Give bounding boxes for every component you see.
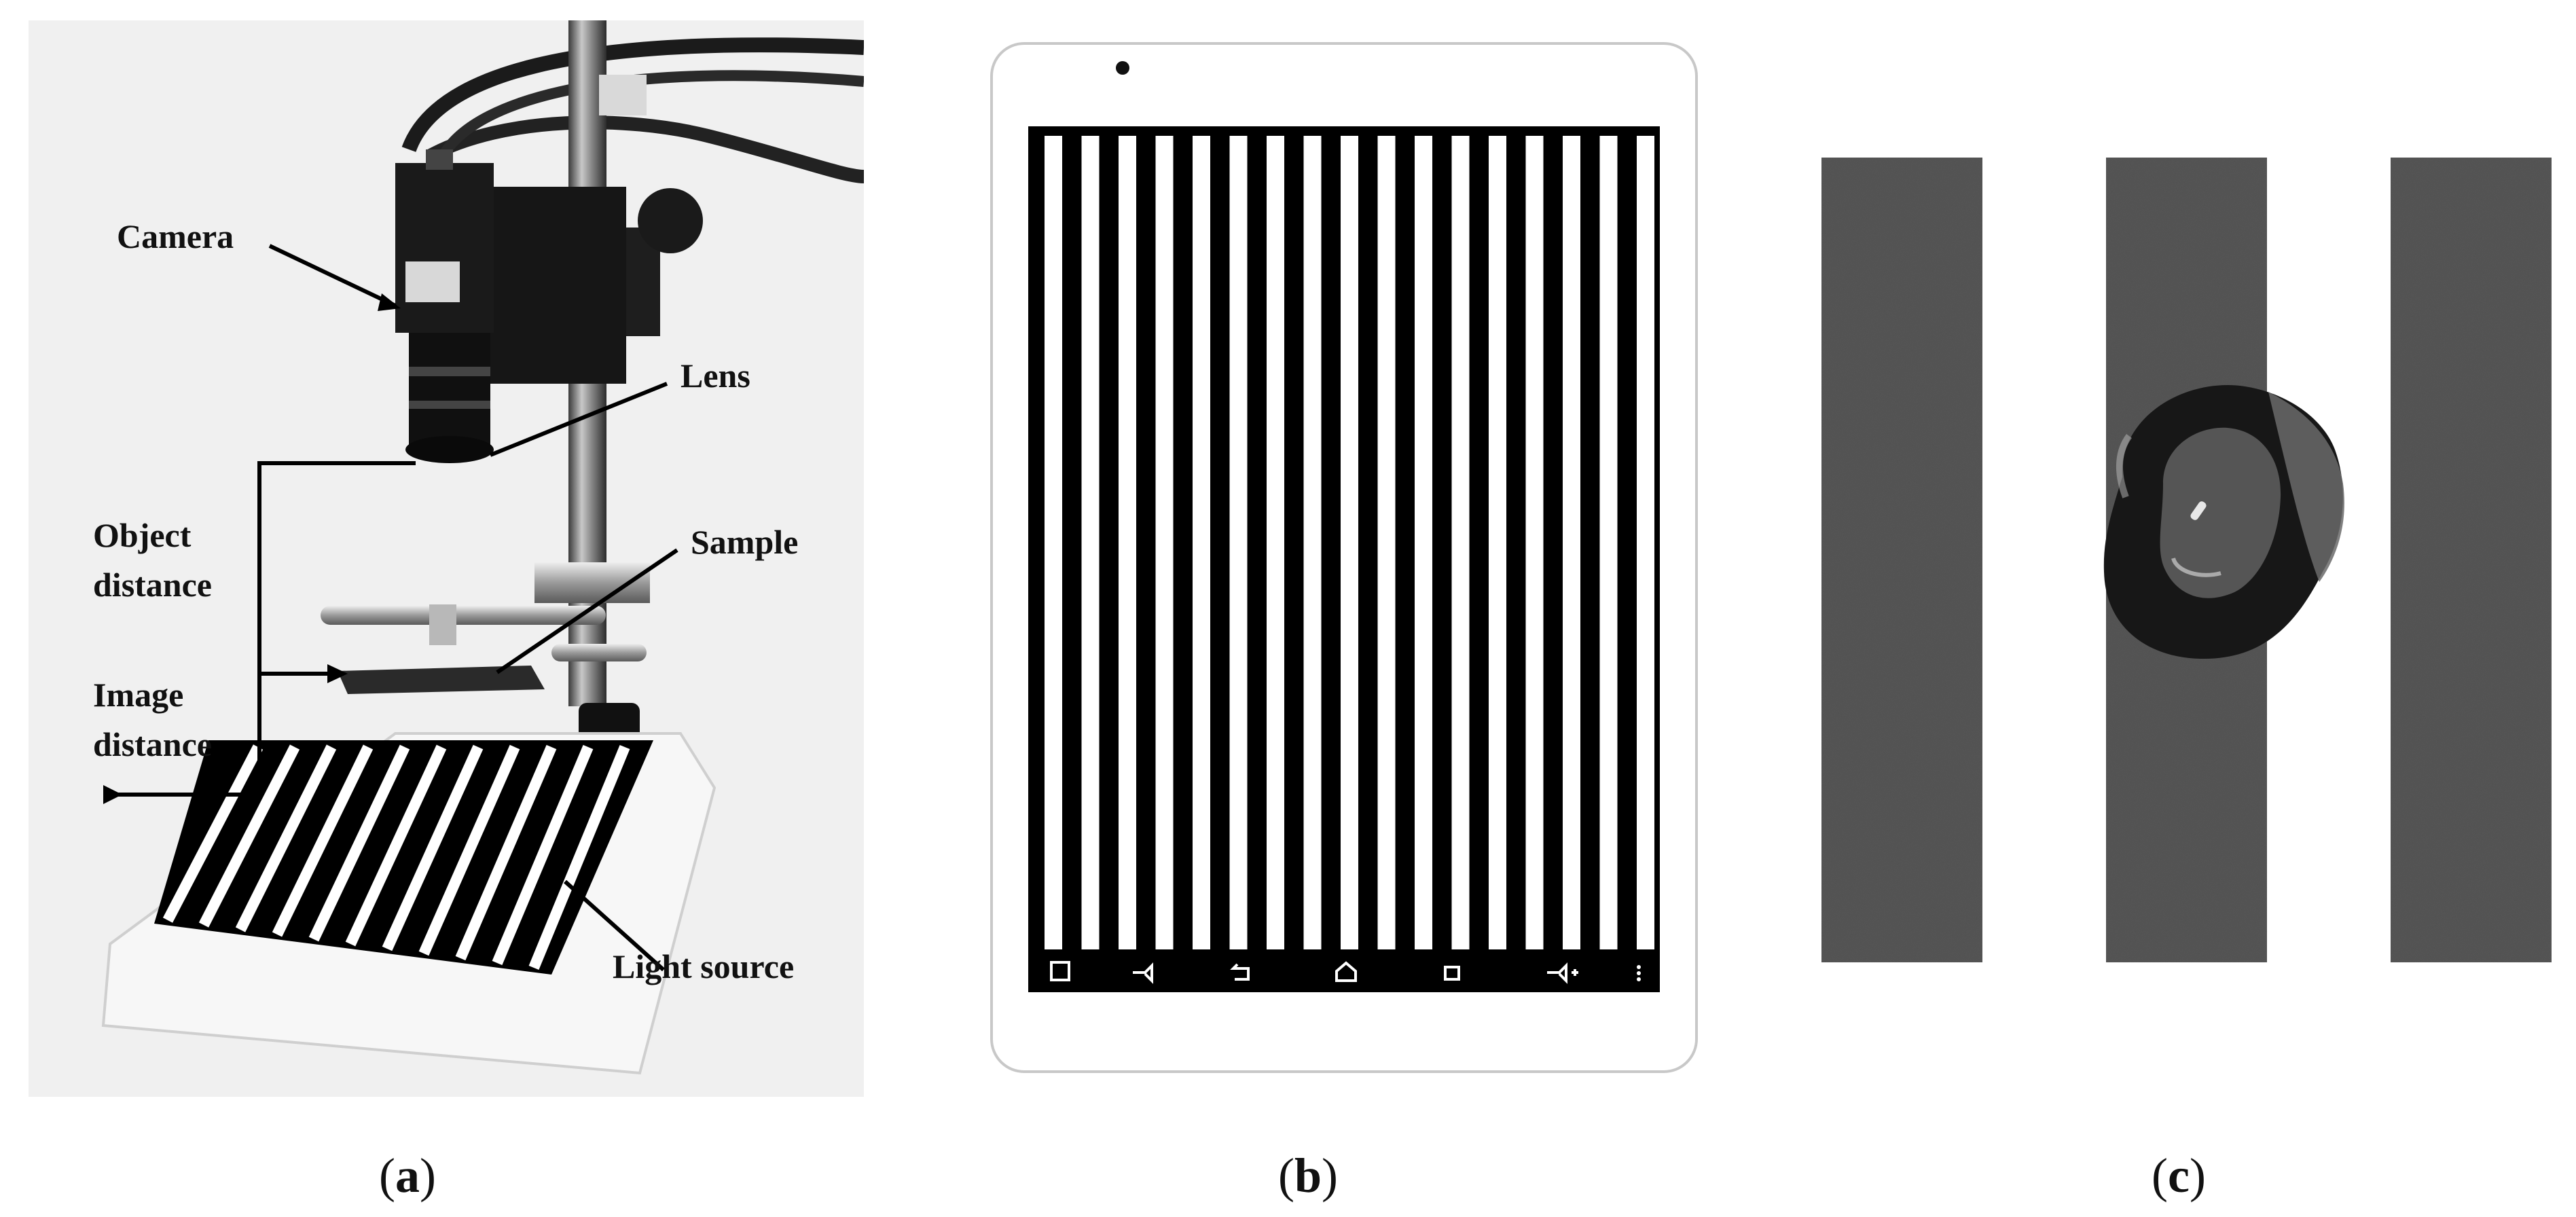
screen-stripe bbox=[1451, 136, 1470, 949]
arrowheads bbox=[103, 293, 401, 804]
caption-a: (a) bbox=[379, 1148, 436, 1203]
screen-stripe bbox=[1341, 136, 1358, 949]
navigation-icons bbox=[1050, 961, 1578, 984]
label-light-source: Light source bbox=[613, 947, 794, 985]
camera-mount bbox=[470, 187, 626, 384]
stripe-bar-left bbox=[1821, 158, 1982, 962]
stripe-bar-right bbox=[2391, 158, 2552, 962]
recent-apps-icon bbox=[1444, 966, 1460, 981]
volume-up-icon bbox=[1547, 962, 1578, 984]
back-icon bbox=[1230, 963, 1250, 981]
tablet-illustration bbox=[990, 42, 1698, 1073]
caption-b: (b) bbox=[1278, 1148, 1339, 1203]
camera-body bbox=[395, 163, 494, 333]
screen-stripe bbox=[1525, 136, 1544, 949]
screen-stripe bbox=[1081, 136, 1100, 949]
volume-down-icon bbox=[1133, 962, 1153, 984]
screen-stripe bbox=[1045, 136, 1062, 949]
more-icon bbox=[1637, 965, 1641, 981]
label-lens: Lens bbox=[681, 357, 750, 395]
cable bbox=[426, 115, 864, 183]
sample-ring bbox=[2103, 385, 2344, 659]
caption-c: (c) bbox=[2152, 1148, 2206, 1203]
screenshot-icon bbox=[1050, 961, 1070, 981]
screen-stripe bbox=[1119, 136, 1136, 949]
label-object-distance-1: Object bbox=[93, 516, 192, 554]
label-image-distance-2: distance bbox=[93, 725, 212, 763]
screen-stripe bbox=[1229, 136, 1248, 949]
screen-stripe bbox=[1155, 136, 1174, 949]
annotation-lines bbox=[103, 244, 678, 972]
screen-stripe bbox=[1415, 136, 1432, 949]
setup-photo: Camera Lens Object distance Sample Image… bbox=[29, 20, 864, 1097]
home-icon bbox=[1335, 961, 1357, 982]
screen-stripe bbox=[1267, 136, 1284, 949]
cable bbox=[401, 37, 864, 152]
screen-stripe bbox=[1303, 136, 1322, 949]
pole-clamp bbox=[599, 75, 647, 115]
screen-stripe bbox=[1193, 136, 1210, 949]
screen-stripes bbox=[1045, 136, 1654, 949]
adjustment-knob bbox=[638, 188, 703, 253]
holder-rod bbox=[321, 606, 606, 625]
screen-stripe bbox=[1599, 136, 1618, 949]
setup-illustration: Camera Lens Object distance Sample Image… bbox=[93, 20, 864, 1075]
label-camera: Camera bbox=[117, 217, 234, 255]
lens bbox=[409, 333, 490, 448]
label-object-distance-2: distance bbox=[93, 566, 212, 604]
screen-stripe bbox=[1637, 136, 1654, 949]
cable bbox=[438, 70, 864, 160]
tablet-screen-stripes bbox=[162, 744, 630, 970]
label-sample: Sample bbox=[691, 523, 798, 561]
sample-illustration bbox=[1821, 158, 2552, 962]
sample-image bbox=[1820, 158, 2554, 962]
screen-stripe bbox=[1489, 136, 1506, 949]
front-camera bbox=[1116, 61, 1129, 75]
sample-plate bbox=[338, 666, 545, 694]
screen-stripe bbox=[1563, 136, 1580, 949]
tablet-stripe-display bbox=[990, 42, 1698, 1073]
label-image-distance-1: Image bbox=[93, 676, 183, 714]
screen-stripe bbox=[1377, 136, 1396, 949]
